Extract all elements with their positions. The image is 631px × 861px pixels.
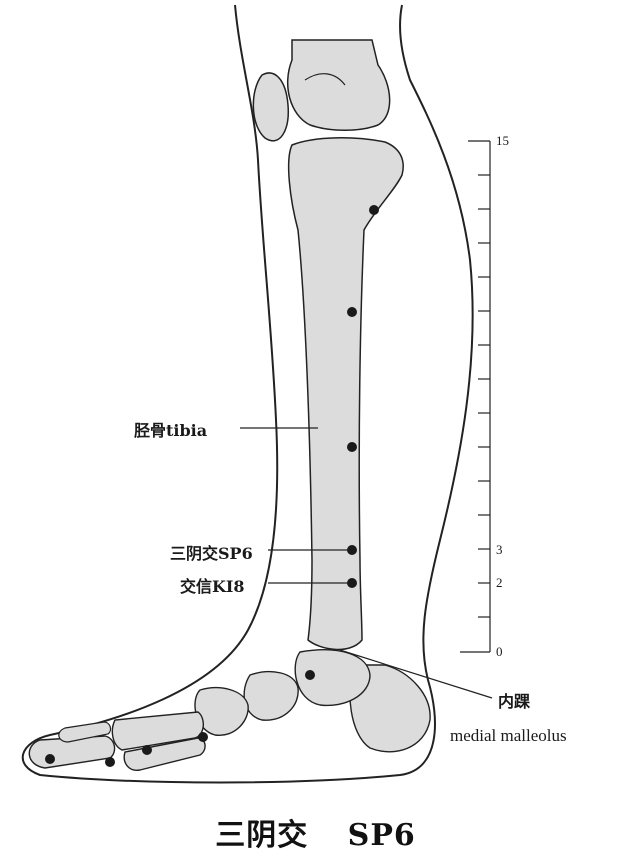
acupoint-dot: [45, 754, 55, 764]
scale-tick-15: 15: [496, 133, 509, 149]
navicular-bone: [244, 672, 298, 720]
scale-tick-0: 0: [496, 644, 503, 660]
figure-caption: 三阴交 SP6: [0, 810, 631, 854]
measurement-scale: [460, 141, 490, 652]
acupoint-dot: [198, 732, 208, 742]
tibia-bone: [289, 138, 404, 650]
acupoint-ki8-dot: [347, 578, 357, 588]
femur-bone: [288, 40, 390, 130]
ki8-label: 交信KI8: [180, 573, 245, 597]
acupoint-sp6-dot: [347, 545, 357, 555]
caption-chinese: 三阴交: [215, 818, 308, 853]
medial-malleolus-cn-label: 内踝: [498, 688, 530, 712]
acupoint-dot: [305, 670, 315, 680]
sp6-label: 三阴交SP6: [170, 540, 253, 564]
tibia-label: 胫骨tibia: [134, 417, 207, 441]
scale-tick-3: 3: [496, 542, 503, 558]
medial-malleolus-en-label: medial malleolus: [450, 726, 567, 746]
patella-bone: [253, 73, 288, 141]
caption-code: SP6: [348, 818, 416, 853]
acupoint-dot: [105, 757, 115, 767]
acupoint-dot: [142, 745, 152, 755]
scale-tick-2: 2: [496, 575, 503, 591]
acupoint-dot: [347, 307, 357, 317]
acupoint-dot: [347, 442, 357, 452]
leg-outline: [23, 5, 473, 783]
acupoint-dot: [369, 205, 379, 215]
